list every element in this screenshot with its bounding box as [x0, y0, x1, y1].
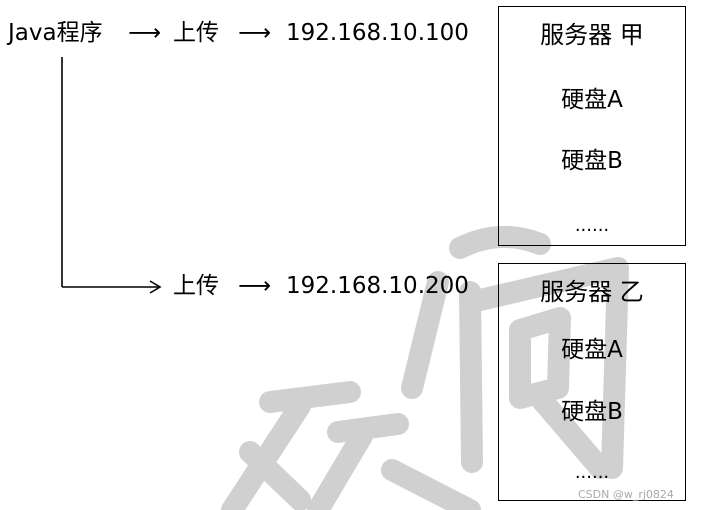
server-b-disk-b: 硬盘B: [561, 399, 623, 425]
server-ip-2: 192.168.10.200: [286, 273, 469, 299]
source-credit: CSDN @w_rj0824: [578, 488, 674, 501]
server-a-disk-a: 硬盘A: [561, 87, 623, 113]
server-a-ellipsis: ......: [574, 215, 610, 236]
server-a-disk-b: 硬盘B: [561, 148, 623, 174]
upload-label-1: 上传: [173, 20, 219, 46]
server-b-box: 服务器 乙 硬盘A 硬盘B ......: [498, 263, 686, 501]
java-program-label: Java程序: [8, 20, 103, 46]
server-b-disk-a: 硬盘A: [561, 337, 623, 363]
server-ip-1: 192.168.10.100: [286, 20, 469, 46]
branch-arrow-head: [149, 280, 162, 294]
server-b-ellipsis: ......: [574, 462, 610, 483]
flow-arrow: ⟶: [128, 20, 161, 46]
server-a-title: 服务器 甲: [540, 21, 644, 49]
server-b-title: 服务器 乙: [540, 278, 644, 306]
flow-arrow: ⟶: [238, 20, 271, 46]
upload-label-2: 上传: [173, 273, 219, 299]
server-a-box: 服务器 甲 硬盘A 硬盘B ......: [498, 6, 686, 246]
flow-arrow: ⟶: [238, 273, 271, 299]
